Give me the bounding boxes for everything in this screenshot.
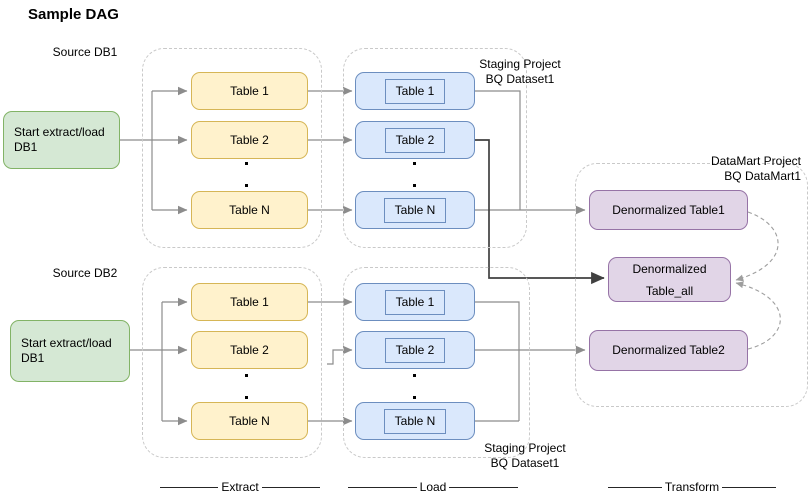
node-label: Table 1 [384,289,446,315]
node-label: Denormalized Table1 [612,202,725,217]
extract1-tableN-node: Table N [191,191,308,229]
denormalized-table-all-node: Denormalized Table_all [608,257,731,302]
node-label: Table N [383,408,447,434]
axis-label: Extract [221,480,259,494]
datamart-project-label: DataMart Project BQ DataMart1 [710,154,801,183]
node-label: Denormalized Table_all [632,261,707,298]
node-label: Start extract/load DB1 [14,125,105,154]
load2-table2-node: Table 2 [355,331,475,369]
node-label: Table 1 [230,83,269,98]
node-label: Start extract/load DB1 [21,336,112,365]
source-db2-label: Source DB2 [52,266,118,280]
load1-tableN-node: Table N [355,191,475,229]
axis-rule [608,486,662,488]
axis-load: Load [348,479,519,495]
node-label: Table 1 [384,78,446,104]
axis-label: Transform [664,480,720,494]
axis-rule [449,486,519,488]
staging-project-label-db2: Staging Project BQ Dataset1 [484,441,566,470]
page-title: Sample DAG [28,6,119,23]
source-db1-label: Source DB1 [52,45,118,59]
denormalized-table1-node: Denormalized Table1 [589,190,748,230]
axis-rule [348,486,417,488]
node-label: Denormalized Table2 [612,343,725,357]
node-label: Table 2 [384,337,446,363]
load1-table2-node: Table 2 [355,121,475,159]
start-extract-load-db1-node: Start extract/load DB1 [3,111,120,169]
node-label: Table 2 [384,127,446,153]
db2-edges [130,297,586,426]
load2-table1-node: Table 1 [355,283,475,321]
ellipsis-dots [245,162,248,206]
axis-rule [160,486,219,488]
dependency-edges [735,211,781,350]
load1-table1-node: Table 1 [355,72,475,110]
load-db2-group-container [343,267,530,458]
edge-denorm-table2-to-all [735,281,781,350]
ellipsis-dots [413,374,416,418]
extract-db2-group-container [142,267,322,458]
edge-load1-to-denorm-table-all [475,139,605,285]
denormalized-table2-node: Denormalized Table2 [589,330,748,371]
ellipsis-dots [413,162,416,206]
node-label: Table 2 [230,342,269,357]
load2-tableN-node: Table N [355,402,475,440]
extract2-table2-node: Table 2 [191,331,308,369]
extract2-table1-node: Table 1 [191,283,308,321]
load-db1-group-container [343,48,527,248]
node-label: Table N [383,197,447,223]
staging-project-label-db1: Staging Project BQ Dataset1 [479,57,561,86]
start-extract-load-db2-node: Start extract/load DB1 [10,320,130,382]
db1-edges [120,86,586,215]
axis-rule [261,486,320,488]
datamart-group-container [575,163,808,407]
extract-db1-group-container [142,48,322,248]
node-label: Table 1 [230,294,269,309]
axis-label: Load [419,480,447,494]
node-label: Table 2 [230,132,269,147]
axis-extract: Extract [160,479,320,495]
extract1-table1-node: Table 1 [191,72,308,110]
ellipsis-dots [245,374,248,418]
edge-load2-t1-merge [475,301,520,421]
extract1-table2-node: Table 2 [191,121,308,159]
axis-rule [722,486,777,488]
extract2-tableN-node: Table N [191,402,308,440]
node-label: Table N [229,202,270,217]
node-label: Table N [229,413,270,428]
edge-load1-t1-merge [475,90,521,210]
axis-transform: Transform [608,479,777,495]
edge-extract2-load2-t2 [327,345,353,365]
